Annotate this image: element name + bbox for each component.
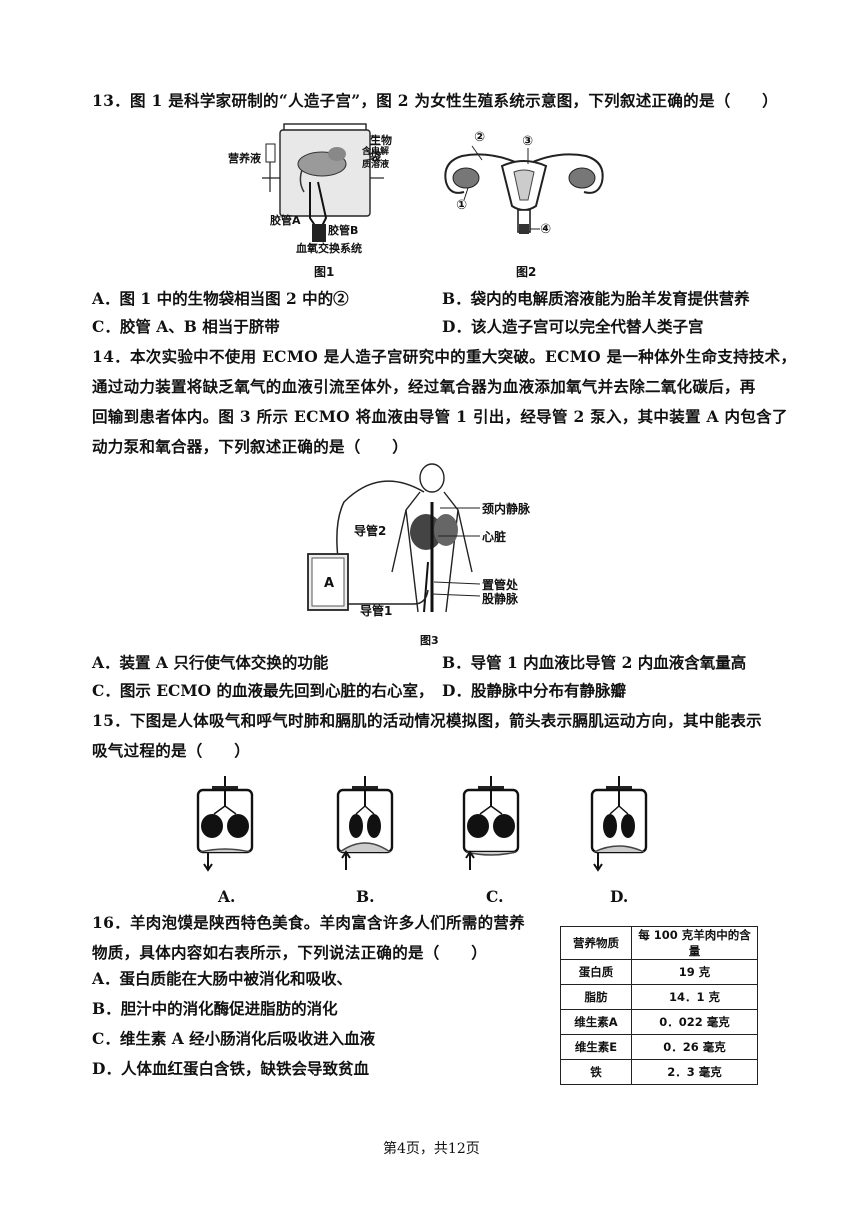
label-nutrient: 营养液 — [228, 152, 261, 165]
table-row: 蛋白质 19 克 — [560, 959, 758, 985]
label-tube-b: 胶管B — [328, 224, 359, 237]
q13-option-d[interactable]: D．该人造子宫可以完全代替人类子宫 — [442, 317, 704, 336]
figure-1-artificial-womb: 营养液 生物袋 含电解质溶液 胶管A 胶管B 血氧交换系统 — [222, 122, 392, 262]
q16-option-b[interactable]: B．胆汁中的消化酶促进脂肪的消化 — [92, 999, 338, 1018]
bell-jar-d — [590, 776, 648, 872]
bell-jar-a — [196, 776, 254, 872]
table-cell: 维生素A — [560, 1009, 632, 1035]
table-cell: 维生素E — [560, 1034, 632, 1060]
ecmo-drawing — [307, 463, 481, 613]
label-tube-1: 导管1 — [360, 604, 393, 618]
label-tube-2: 导管2 — [354, 524, 387, 538]
question-13-stem: 13．图 1 是科学家研制的“人造子宫”，图 2 为女性生殖系统示意图，下列叙述… — [92, 91, 778, 110]
q15-stem-line-1: 15．下图是人体吸气和呼气时肺和膈肌的活动情况模拟图，箭头表示膈肌运动方向，其中… — [92, 711, 762, 730]
label-jugular-vein: 颈内静脉 — [482, 502, 531, 516]
question-16-stem: 16．羊肉泡馍是陕西特色美食。羊肉富含许多人们所需的营养 物质，具体内容如右表所… — [92, 908, 552, 968]
table-cell: 19 克 — [631, 959, 758, 985]
figure-1-caption: 图1 — [314, 265, 335, 279]
q16-stem-line-1: 16．羊肉泡馍是陕西特色美食。羊肉富含许多人们所需的营养 — [92, 913, 525, 932]
table-cell: 0．26 毫克 — [631, 1034, 758, 1060]
label-device-a: A — [324, 576, 335, 591]
q14-stem-line-1: 14．本次实验中不使用 ECMO 是人造子宫研究中的重大突破。ECMO 是一种体… — [92, 347, 797, 366]
q13-option-a[interactable]: A．图 1 中的生物袋相当图 2 中的② — [92, 289, 349, 308]
q16-option-a[interactable]: A．蛋白质能在大肠中被消化和吸收、 — [92, 969, 353, 988]
mark-3: ③ — [522, 134, 534, 149]
table-header: 营养物质 — [560, 926, 632, 960]
bell-jar-figure-d[interactable] — [584, 774, 654, 882]
label-tube-a: 胶管A — [270, 214, 301, 227]
label-femoral-vein: 股静脉 — [482, 592, 519, 606]
bell-jar-label-a: A. — [218, 887, 236, 906]
label-bio-bag: 生物袋 — [370, 134, 392, 163]
label-electrolyte: 含电解质溶液 — [362, 147, 390, 170]
artificial-womb-drawing — [262, 123, 384, 242]
question-14-stem: 14．本次实验中不使用 ECMO 是人造子宫研究中的重大突破。ECMO 是一种体… — [92, 342, 812, 462]
figure-2-reproductive-system: ② ③ ① ④ — [432, 126, 617, 246]
bell-jar-figure-b[interactable] — [330, 774, 400, 882]
q14-option-c[interactable]: C．图示 ECMO 的血液最先回到心脏的右心室， — [92, 681, 434, 700]
q14-option-b[interactable]: B．导管 1 内血液比导管 2 内血液含氧量高 — [442, 653, 747, 672]
table-row: 脂肪 14．1 克 — [560, 984, 758, 1010]
mark-1: ① — [456, 198, 468, 213]
table-header-row: 营养物质 每 100 克羊肉中的含量 — [560, 926, 758, 960]
table-cell: 14．1 克 — [631, 984, 758, 1010]
table-header: 每 100 克羊肉中的含量 — [631, 926, 758, 960]
q14-option-d[interactable]: D．股静脉中分布有静脉瓣 — [442, 681, 626, 700]
q14-stem-line-2: 通过动力装置将缺乏氧气的血液引流至体外，经过氧合器为血液添加氧气并去除二氧化碳后… — [92, 377, 756, 396]
q13-option-b[interactable]: B．袋内的电解质溶液能为胎羊发育提供营养 — [442, 289, 750, 308]
mark-2: ② — [474, 130, 486, 145]
table-row: 维生素E 0．26 毫克 — [560, 1034, 758, 1060]
table-cell: 脂肪 — [560, 984, 632, 1010]
bell-jar-c — [462, 776, 520, 870]
bell-jar-label-b: B. — [356, 887, 375, 906]
q15-stem-line-2: 吸气过程的是（ ） — [92, 741, 251, 760]
bell-jar-figure-c[interactable] — [456, 774, 526, 882]
q13-option-c[interactable]: C．胶管 A、B 相当于脐带 — [92, 317, 280, 336]
uterus-drawing — [444, 145, 604, 234]
figure-3-ecmo: A 导管2 导管1 颈内静脉 心脏 置管处 股静脉 — [300, 462, 560, 630]
q14-stem-line-3: 回输到患者体内。图 3 所示 ECMO 将血液由导管 1 引出，经导管 2 泵入… — [92, 407, 788, 426]
q16-stem-line-2: 物质，具体内容如右表所示，下列说法正确的是（ ） — [92, 943, 488, 962]
table-cell: 0．022 毫克 — [631, 1009, 758, 1035]
q16-option-c[interactable]: C．维生素 A 经小肠消化后吸收进入血液 — [92, 1029, 376, 1048]
table-row: 铁 2．3 毫克 — [560, 1059, 758, 1085]
question-15-stem: 15．下图是人体吸气和呼气时肺和膈肌的活动情况模拟图，箭头表示膈肌运动方向，其中… — [92, 706, 812, 766]
bell-jar-label-d: D. — [610, 887, 629, 906]
table-cell: 2．3 毫克 — [631, 1059, 758, 1085]
figure-2-caption: 图2 — [516, 265, 537, 279]
label-heart: 心脏 — [482, 530, 507, 544]
label-oxygen-exchange: 血氧交换系统 — [296, 242, 362, 255]
nutrition-table: 营养物质 每 100 克羊肉中的含量 蛋白质 19 克 脂肪 14．1 克 维生… — [560, 926, 758, 1085]
table-cell: 铁 — [560, 1059, 632, 1085]
figure-3-caption: 图3 — [420, 634, 439, 647]
q14-option-a[interactable]: A．装置 A 只行使气体交换的功能 — [92, 653, 329, 672]
page-footer: 第4页，共12页 — [383, 1141, 480, 1157]
mark-4: ④ — [540, 222, 552, 237]
table-row: 维生素A 0．022 毫克 — [560, 1009, 758, 1035]
q14-stem-line-4: 动力泵和氧合器，下列叙述正确的是（ ） — [92, 437, 409, 456]
bell-jar-b — [336, 776, 394, 870]
label-catheter-site: 置管处 — [482, 578, 519, 592]
q16-option-d[interactable]: D．人体血红蛋白含铁，缺铁会导致贫血 — [92, 1059, 369, 1078]
bell-jar-label-c: C. — [486, 887, 504, 906]
table-cell: 蛋白质 — [560, 959, 632, 985]
bell-jar-figure-a[interactable] — [190, 774, 260, 882]
